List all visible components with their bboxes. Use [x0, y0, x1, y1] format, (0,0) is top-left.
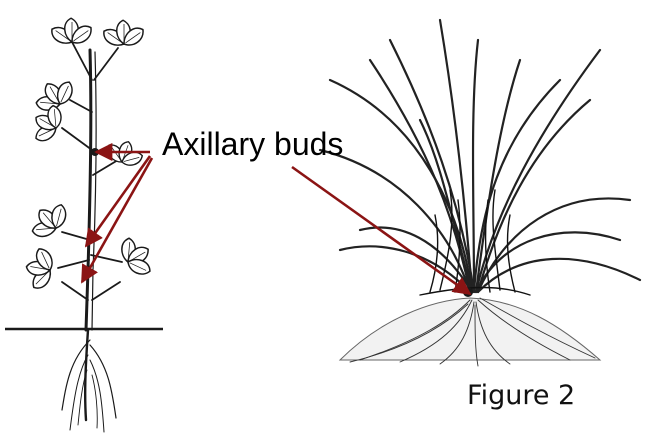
grass-tuft-icon [320, 20, 640, 366]
figure-caption: Figure 2 [467, 382, 575, 409]
axillary-buds-label: Axillary buds [162, 128, 343, 160]
